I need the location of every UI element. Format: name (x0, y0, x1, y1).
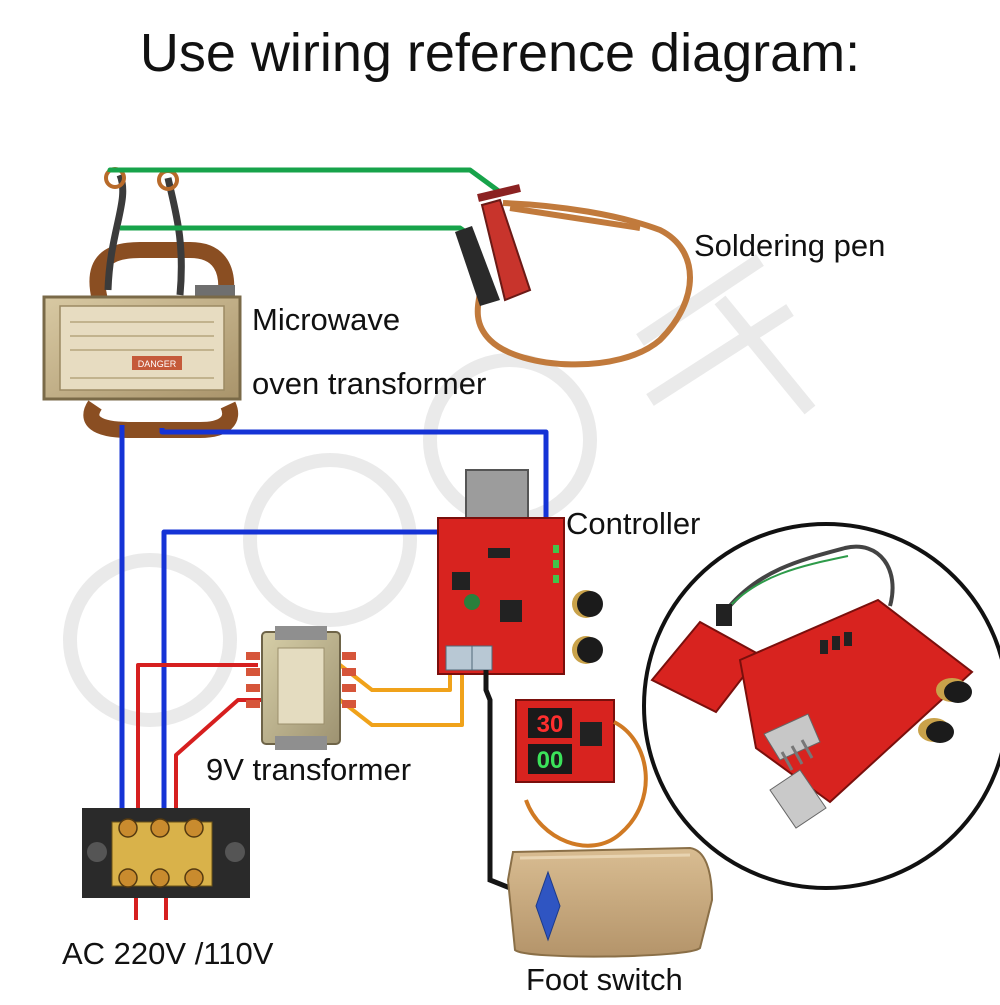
display-bottom (528, 744, 572, 774)
label-ac-input: AC 220V /110V (62, 936, 274, 971)
pen-black-handle (455, 226, 500, 306)
display-top (528, 708, 572, 738)
foot-pedal-icon[interactable] (506, 846, 714, 958)
knob-icon[interactable] (572, 590, 603, 618)
label-foot-switch: Foot switch (526, 962, 683, 997)
terminal-block (82, 808, 250, 898)
transformer-nameplate (59, 305, 225, 391)
display-cable (524, 720, 648, 848)
inset-mosfet (769, 769, 827, 829)
pen-red-handle (480, 198, 532, 302)
screw-terminal (471, 645, 493, 671)
label-soldering-pen: Soldering pen (694, 228, 886, 263)
foot-switch-wire (483, 670, 516, 893)
display-bottom-digits: 00 (537, 747, 564, 774)
microwave-transformer: DANGER (42, 167, 242, 438)
signal-wires (338, 663, 464, 727)
label-microwave-line2: oven transformer (252, 366, 487, 401)
knob-icon[interactable] (572, 636, 603, 664)
danger-plate-text: DANGER (138, 359, 177, 369)
danger-plate (132, 356, 182, 370)
controller-board (437, 469, 603, 675)
label-controller: Controller (566, 506, 701, 541)
heatsink-icon (465, 469, 529, 527)
mains-wires (119, 425, 549, 830)
display-board: 30 00 (515, 699, 615, 783)
controller-inset (642, 522, 1000, 890)
knob-icon (918, 718, 954, 743)
soldering-pen (455, 184, 693, 368)
nine-volt-transformer (246, 626, 356, 750)
label-microwave-line1: Microwave (252, 302, 401, 337)
display-top-digits: 30 (537, 711, 564, 738)
knob-icon (936, 678, 972, 703)
label-nine-volt-transformer: 9V transformer (206, 752, 412, 787)
page-title: Use wiring reference diagram: (139, 23, 861, 83)
